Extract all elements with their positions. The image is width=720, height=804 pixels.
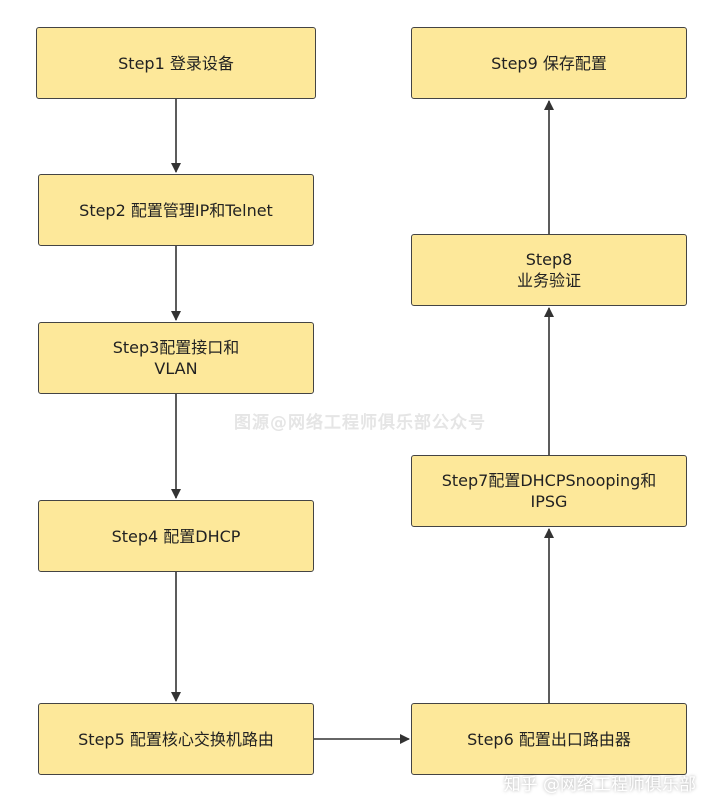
node-step6-label: Step6 配置出口路由器 [467,729,631,749]
node-step9-save-config: Step9 保存配置 [411,27,687,99]
node-step1-login: Step1 登录设备 [36,27,316,99]
node-step7-label: Step7配置DHCPSnooping和 IPSG [441,471,657,511]
node-step3-label: Step3配置接口和 VLAN [112,338,240,378]
node-step1-label: Step1 登录设备 [118,53,234,73]
node-step4-label: Step4 配置DHCP [111,526,241,546]
node-step2-label: Step2 配置管理IP和Telnet [79,200,273,220]
node-step2-mgmt-ip-telnet: Step2 配置管理IP和Telnet [38,174,314,246]
watermark-source: 图源@网络工程师俱乐部公众号 [234,413,486,433]
node-step8-label: Step8 业务验证 [516,250,581,290]
node-step6-egress-router: Step6 配置出口路由器 [411,703,687,775]
node-step8-service-verify: Step8 业务验证 [411,234,687,306]
node-step5-label: Step5 配置核心交换机路由 [78,729,274,749]
node-step5-core-switch-routing: Step5 配置核心交换机路由 [38,703,314,775]
node-step3-interface-vlan: Step3配置接口和 VLAN [38,322,314,394]
node-step7-dhcp-snooping-ipsg: Step7配置DHCPSnooping和 IPSG [411,455,687,527]
node-step4-dhcp: Step4 配置DHCP [38,500,314,572]
node-step9-label: Step9 保存配置 [491,53,607,73]
watermark-zhihu: 知乎 @网络工程师俱乐部 [503,775,696,795]
